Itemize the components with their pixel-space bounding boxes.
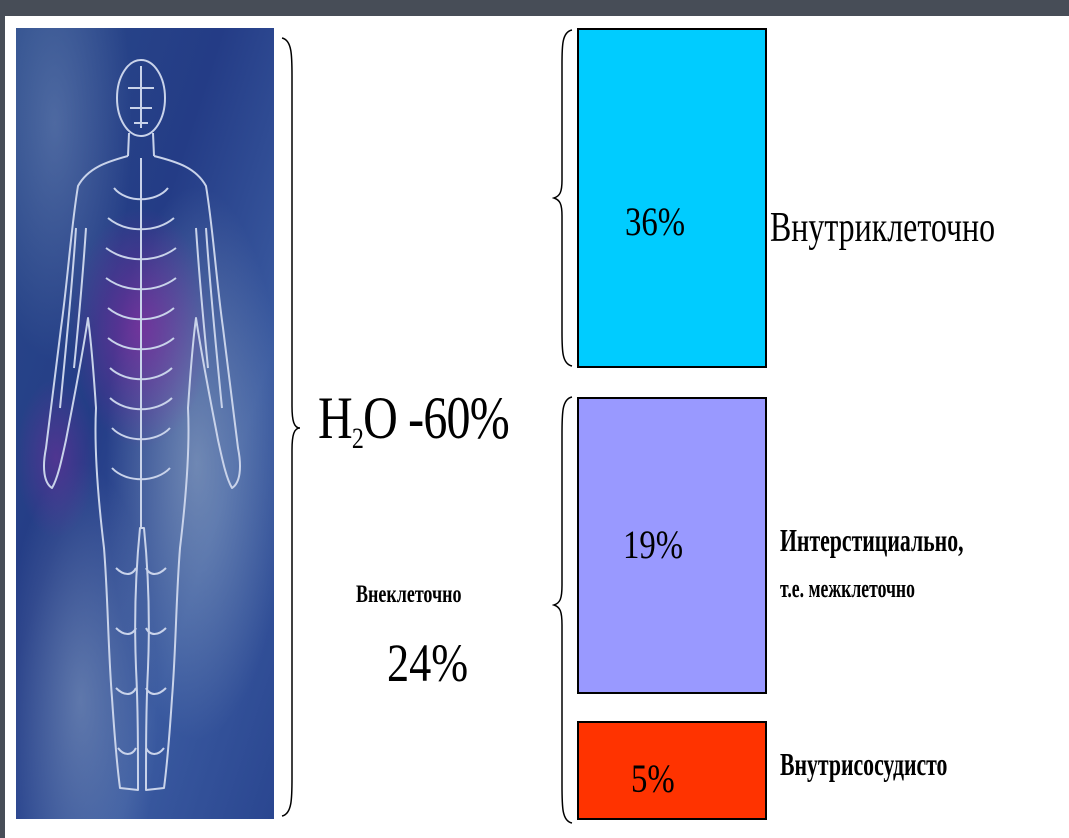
interstitial-box: 19% — [577, 397, 767, 694]
interstitial-label-line-2: т.е. межклеточно — [780, 576, 915, 602]
intravascular-label: Внутрисосудисто — [780, 748, 947, 780]
extracellular-value: 24% — [387, 636, 468, 690]
top-frame-bar — [0, 0, 1069, 16]
left-frame-bar — [0, 0, 5, 838]
intracellular-value: 36% — [625, 202, 685, 242]
total-prefix: H — [318, 385, 352, 451]
human-body-illustration — [16, 28, 274, 819]
body-brace-icon — [278, 36, 304, 818]
extracellular-brace-icon — [552, 395, 574, 825]
extracellular-label: Внеклеточно — [356, 582, 461, 607]
total-subscript: 2 — [352, 422, 363, 455]
human-body-icon — [16, 28, 274, 819]
intracellular-brace-icon — [552, 28, 574, 368]
total-suffix: O -60% — [363, 385, 509, 451]
intravascular-box: 5% — [577, 721, 767, 820]
total-water-label: H2O -60% — [318, 388, 509, 454]
intravascular-value: 5% — [631, 759, 675, 799]
interstitial-label-line-1: Интерстициально, — [780, 524, 964, 556]
interstitial-value: 19% — [623, 525, 683, 565]
intracellular-label: Внутриклеточно — [770, 207, 995, 249]
intracellular-box: 36% — [577, 28, 767, 368]
